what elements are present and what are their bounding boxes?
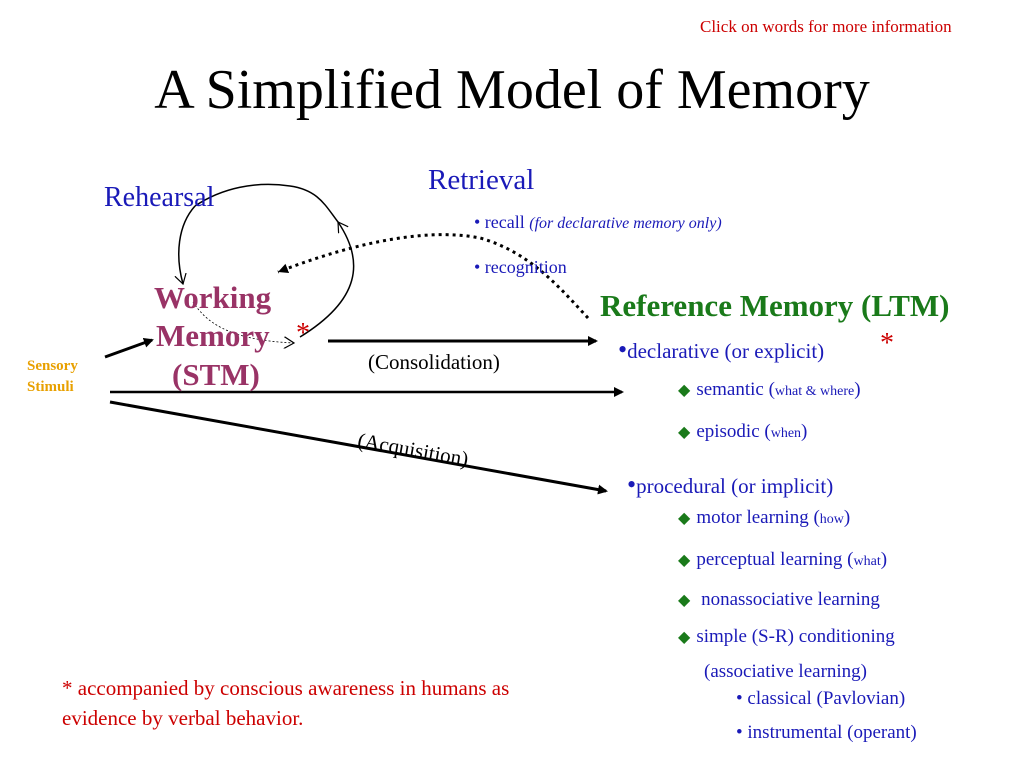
simple-conditioning-label: simple (S-R) conditioning bbox=[696, 626, 895, 647]
footnote-line2: evidence by verbal behavior. bbox=[62, 706, 304, 730]
sensory-line2: Stimuli bbox=[27, 379, 74, 395]
episodic-close: ) bbox=[801, 421, 808, 442]
acquisition-arrow bbox=[109, 400, 608, 495]
declarative-bullet: • bbox=[618, 335, 628, 364]
recall-link[interactable]: • recall bbox=[474, 212, 525, 232]
rehearsal-loop-top bbox=[194, 183, 339, 223]
recognition-link[interactable]: • recognition bbox=[474, 257, 567, 277]
semantic-link[interactable]: ◆ semantic (what & where) bbox=[678, 379, 861, 401]
associative-learning-label: (associative learning) bbox=[704, 661, 868, 682]
working-memory-link[interactable]: Working bbox=[154, 280, 272, 315]
stm-asterisk: * bbox=[296, 318, 310, 349]
perceptual-label: perceptual learning ( bbox=[696, 549, 854, 570]
episodic-note: when bbox=[770, 426, 802, 441]
diamond-icon: ◆ bbox=[678, 510, 691, 527]
perceptual-close: ) bbox=[880, 549, 888, 570]
diamond-icon: ◆ bbox=[678, 552, 691, 569]
declarative-asterisk: * bbox=[880, 328, 894, 359]
sensory-line1: Sensory bbox=[27, 358, 78, 374]
declarative-link[interactable]: declarative (or explicit) bbox=[627, 339, 825, 363]
diamond-icon: ◆ bbox=[678, 629, 691, 646]
consolidation-link[interactable]: (Consolidation) bbox=[368, 350, 500, 374]
footnote-line1: * accompanied by conscious awareness in … bbox=[62, 676, 510, 700]
rehearsal-loop-left bbox=[179, 205, 196, 284]
classical-link[interactable]: • classical (Pavlovian) bbox=[736, 688, 906, 709]
perceptual-learning-link[interactable]: ◆ perceptual learning (what) bbox=[678, 549, 887, 571]
instrumental-link[interactable]: • instrumental (operant) bbox=[736, 722, 917, 743]
more-info-hint: Click on words for more information bbox=[700, 17, 952, 36]
motor-label: motor learning ( bbox=[696, 507, 820, 528]
procedural-link[interactable]: procedural (or implicit) bbox=[636, 474, 834, 498]
declarative-item[interactable]: •declarative (or explicit) bbox=[618, 335, 824, 365]
retrieval-link[interactable]: Retrieval bbox=[428, 164, 535, 196]
motor-close: ) bbox=[843, 507, 851, 528]
semantic-note: what & where bbox=[774, 384, 855, 399]
sensory-stimuli-link[interactable]: Sensory Stimuli bbox=[27, 356, 78, 398]
page-title: A Simplified Model of Memory bbox=[154, 59, 870, 121]
diamond-icon: ◆ bbox=[678, 424, 691, 441]
nonassociative-label: nonassociative learning bbox=[701, 589, 880, 610]
rehearsal-link[interactable]: Rehearsal bbox=[104, 182, 215, 213]
simple-conditioning-link[interactable]: ◆ simple (S-R) conditioning bbox=[678, 626, 895, 648]
nonassociative-learning-link[interactable]: ◆ nonassociative learning bbox=[678, 589, 880, 611]
recall-item[interactable]: • recall (for declarative memory only) bbox=[474, 212, 722, 233]
memory-label[interactable]: Memory bbox=[156, 318, 270, 353]
episodic-link[interactable]: ◆ episodic (when) bbox=[678, 421, 807, 443]
procedural-item[interactable]: •procedural (or implicit) bbox=[627, 470, 833, 500]
recall-note: (for declarative memory only) bbox=[529, 215, 722, 232]
footnote: * accompanied by conscious awareness in … bbox=[62, 673, 509, 733]
perceptual-note: what bbox=[853, 554, 881, 569]
stm-label[interactable]: (STM) bbox=[172, 357, 260, 392]
reference-memory-link[interactable]: Reference Memory (LTM) bbox=[600, 288, 950, 323]
retrieval-dotted-arrow bbox=[277, 233, 590, 320]
diamond-icon: ◆ bbox=[678, 592, 691, 609]
semantic-label: semantic ( bbox=[696, 379, 775, 400]
episodic-label: episodic ( bbox=[696, 421, 771, 442]
procedural-bullet: • bbox=[627, 470, 637, 499]
motor-note: how bbox=[819, 512, 844, 527]
sensory-to-stm-arrow bbox=[104, 338, 154, 359]
diamond-icon: ◆ bbox=[678, 382, 691, 399]
rehearsal-loop bbox=[299, 222, 355, 338]
motor-learning-link[interactable]: ◆ motor learning (how) bbox=[678, 507, 850, 529]
semantic-close: ) bbox=[854, 379, 861, 400]
stm-inner-dotted-arrow bbox=[192, 301, 294, 343]
